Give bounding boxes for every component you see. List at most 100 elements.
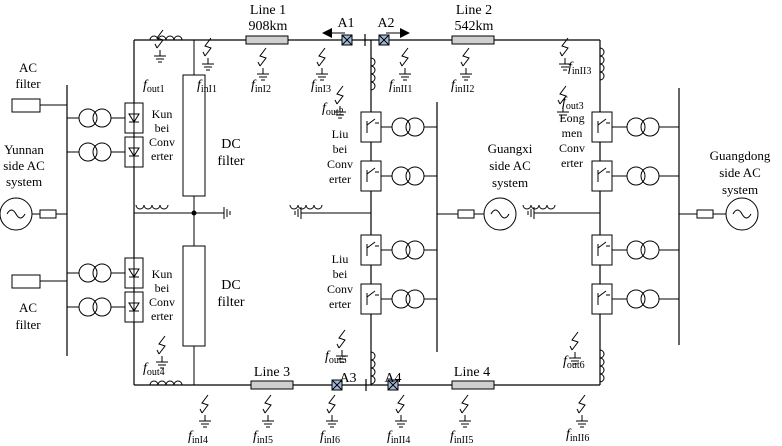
line2-label: Line 2 [456, 3, 492, 18]
line2-block [451, 35, 495, 45]
longmen-vsc-icon [591, 111, 613, 143]
line3-block [250, 380, 294, 390]
transformer-icon [78, 142, 112, 162]
fault-out1-label: fout1 [143, 78, 165, 95]
transformer-icon [626, 117, 660, 137]
transformer-icon [391, 117, 425, 137]
text-labels: Line 1 908km Line 2 542km Line 3 Line 4 … [3, 3, 771, 446]
fault-out4-label: fout4 [143, 361, 165, 378]
dc-filter-bottom-l2: filter [217, 295, 245, 310]
fault-inI4-label: finI4 [188, 429, 208, 446]
liubei-bottom-l2: bei [333, 267, 348, 281]
guangdong-l3: system [722, 182, 758, 197]
liubei-vsc-icon [360, 283, 382, 315]
dc-filter-bottom [182, 245, 206, 347]
dc-filter-top-l2: filter [217, 154, 245, 169]
kunbei-valve-icon [124, 136, 144, 168]
fault-out3-label: fout3 [562, 95, 584, 112]
kunbei-valve-icon [124, 257, 144, 289]
fault-inI2-label: finI2 [251, 78, 271, 95]
guangdong-l2: side AC [719, 165, 761, 180]
a3-label: A3 [339, 371, 356, 386]
top-dc-lines [134, 28, 600, 80]
fault-out5-label: fout5 [325, 349, 347, 366]
guangdong-ac-source-icon [725, 197, 759, 231]
ac-filter-bottom [11, 274, 41, 289]
transformer-icon [391, 289, 425, 309]
bottom-dc-lines [134, 379, 600, 427]
kunbei-top-l1: Kun [152, 107, 173, 121]
line4-label: Line 4 [454, 365, 490, 380]
liubei-vsc-icon [360, 234, 382, 266]
kunbei-top-l2: bei [155, 121, 170, 135]
kunbei-bottom-l1: Kun [152, 267, 173, 281]
switch-a1-icon [341, 34, 353, 46]
guangxi-l2: side AC [489, 158, 531, 173]
fault-out2-label: fout2 [322, 101, 344, 118]
liubei-top-l1: Liu [332, 127, 349, 141]
transformer-icon [391, 240, 425, 260]
kunbei-valve-icon [124, 102, 144, 134]
fault-inI6-label: finI6 [320, 429, 340, 446]
liubei-top-l3: Conv [327, 157, 353, 171]
fault-inII1-label: finII1 [389, 78, 412, 95]
transformer-icon [78, 108, 112, 128]
longmen-l4: erter [561, 156, 583, 170]
transformer-icon [78, 263, 112, 283]
a4-label: A4 [384, 371, 401, 386]
line4-block [451, 380, 495, 390]
fault-inII4-label: finII4 [387, 429, 410, 446]
yunnan-l2: side AC [3, 158, 45, 173]
longmen-vsc-icon [591, 283, 613, 315]
guangxi-l3: system [492, 175, 528, 190]
a2-label: A2 [377, 16, 394, 31]
yunnan-section [0, 30, 231, 386]
guangxi-l1: Guangxi [488, 141, 533, 156]
fault-inI5-label: finI5 [253, 429, 273, 446]
liubei-bottom-l4: erter [329, 297, 351, 311]
liubei-top-l4: erter [329, 172, 351, 186]
ac-filter-top [11, 98, 41, 113]
line3-label: Line 3 [254, 365, 290, 380]
fault-inII3-label: finII3 [568, 60, 591, 77]
guangxi-ac-source-icon [483, 197, 517, 231]
longmen-l1: Long [559, 111, 584, 125]
a1-label: A1 [337, 16, 354, 31]
kunbei-top-l3: Conv [149, 135, 175, 149]
fault-inII5-label: finII5 [450, 429, 473, 446]
liubei-vsc-icon [360, 160, 382, 192]
guangdong-l1: Guangdong [710, 148, 771, 163]
longmen-l3: Conv [559, 141, 585, 155]
switch-a2-icon [378, 34, 390, 46]
fault-out6-label: fout6 [563, 354, 585, 371]
yunnan-ac-source-icon [0, 197, 33, 231]
line1-length: 908km [249, 19, 288, 34]
liubei-bottom-l3: Conv [327, 282, 353, 296]
yunnan-l1: Yunnan [4, 142, 44, 157]
longmen-vsc-icon [591, 160, 613, 192]
ac-filter-bottom-l2: filter [15, 317, 41, 332]
liubei-top-l2: bei [333, 142, 348, 156]
fault-inII6-label: finII6 [566, 427, 589, 444]
kunbei-bottom-l2: bei [155, 281, 170, 295]
kunbei-bottom-l3: Conv [149, 295, 175, 309]
fault-inI3-label: finI3 [311, 78, 331, 95]
fault-inI1-label: finI1 [197, 78, 217, 95]
ac-filter-top-l1: AC [19, 60, 37, 75]
liubei-vsc-icon [360, 111, 382, 143]
kunbei-top-l4: erter [151, 149, 173, 163]
liubei-section [289, 40, 517, 385]
fault-inII2-label: finII2 [451, 78, 474, 95]
transformer-icon [626, 289, 660, 309]
liubei-bottom-l1: Liu [332, 252, 349, 266]
transformer-icon [391, 166, 425, 186]
longmen-vsc-icon [591, 234, 613, 266]
line1-label: Line 1 [250, 3, 286, 18]
kunbei-bottom-l4: erter [151, 309, 173, 323]
ac-filter-bottom-l1: AC [19, 300, 37, 315]
dc-filter-top-l1: DC [221, 137, 240, 152]
line1-block [245, 35, 289, 45]
transformer-icon [626, 166, 660, 186]
